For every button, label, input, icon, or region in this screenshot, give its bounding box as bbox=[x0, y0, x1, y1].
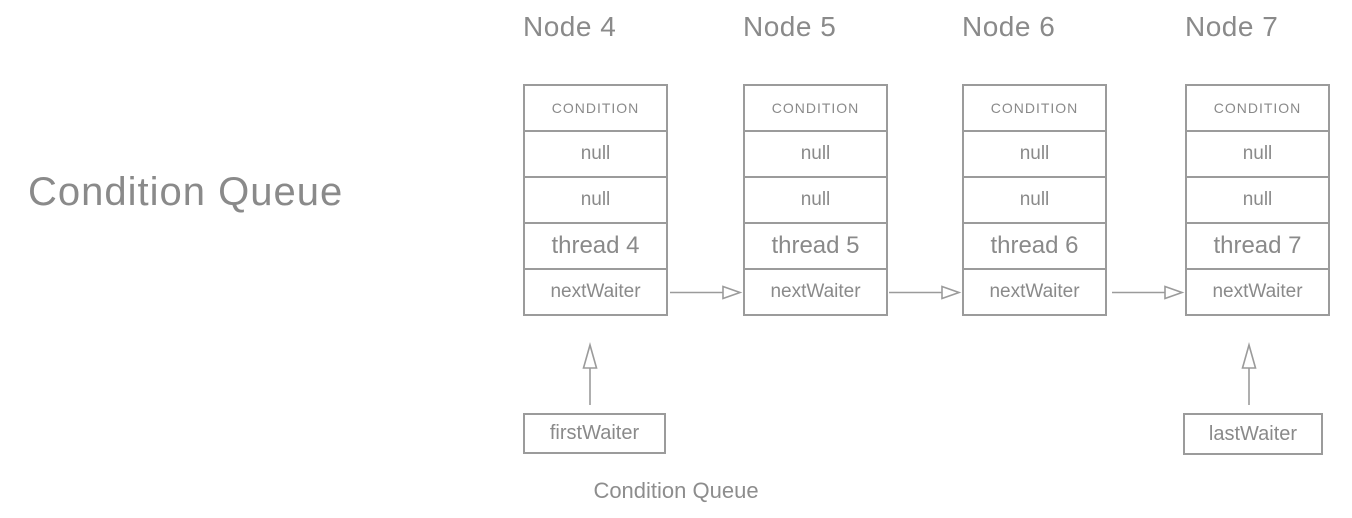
node-5: Node 5 CONDITION null null thread 5 next… bbox=[743, 10, 888, 316]
node-7-box: CONDITION null null thread 7 nextWaiter bbox=[1185, 84, 1330, 316]
node-5-row-nextwaiter: nextWaiter bbox=[745, 268, 886, 314]
node-5-row-null-2: null bbox=[745, 176, 886, 222]
node-4-title: Node 4 bbox=[523, 11, 617, 42]
arrow-right-icon bbox=[1112, 285, 1185, 300]
node-4-row-null-2: null bbox=[525, 176, 666, 222]
arrow-up-icon bbox=[582, 342, 598, 405]
node-4-row-condition: CONDITION bbox=[551, 100, 640, 116]
node-6-row-null-1: null bbox=[964, 130, 1105, 176]
node-4-box: CONDITION null null thread 4 nextWaiter bbox=[523, 84, 668, 316]
last-waiter-box: lastWaiter bbox=[1183, 413, 1323, 455]
node-7-row-thread: thread 7 bbox=[1187, 222, 1328, 268]
arrow-right-icon bbox=[889, 285, 962, 300]
node-7-row-nextwaiter: nextWaiter bbox=[1187, 268, 1328, 314]
node-5-row-condition: CONDITION bbox=[771, 100, 860, 116]
node-7-row-null-1: null bbox=[1187, 130, 1328, 176]
first-waiter-box: firstWaiter bbox=[523, 413, 666, 454]
node-5-title: Node 5 bbox=[743, 11, 837, 42]
node-5-row-null-1: null bbox=[745, 130, 886, 176]
node-6-row-condition: CONDITION bbox=[990, 100, 1079, 116]
node-7: Node 7 CONDITION null null thread 7 next… bbox=[1185, 10, 1330, 316]
arrow-right-icon bbox=[670, 285, 743, 300]
node-5-row-thread: thread 5 bbox=[745, 222, 886, 268]
node-4-row-thread: thread 4 bbox=[525, 222, 666, 268]
node-4-row-null-1: null bbox=[525, 130, 666, 176]
node-6-title: Node 6 bbox=[962, 11, 1056, 42]
node-6-row-thread: thread 6 bbox=[964, 222, 1105, 268]
node-5-box: CONDITION null null thread 5 nextWaiter bbox=[743, 84, 888, 316]
node-6: Node 6 CONDITION null null thread 6 next… bbox=[962, 10, 1107, 316]
node-4: Node 4 CONDITION null null thread 4 next… bbox=[523, 10, 668, 316]
node-7-title: Node 7 bbox=[1185, 11, 1279, 42]
diagram-title: Condition Queue bbox=[28, 170, 344, 214]
node-6-row-nextwaiter: nextWaiter bbox=[964, 268, 1105, 314]
node-6-row-null-2: null bbox=[964, 176, 1105, 222]
node-6-box: CONDITION null null thread 6 nextWaiter bbox=[962, 84, 1107, 316]
diagram-caption: Condition Queue bbox=[593, 478, 759, 503]
node-7-row-null-2: null bbox=[1187, 176, 1328, 222]
arrow-up-icon bbox=[1241, 342, 1257, 405]
node-7-row-condition: CONDITION bbox=[1213, 100, 1302, 116]
node-4-row-nextwaiter: nextWaiter bbox=[525, 268, 666, 314]
